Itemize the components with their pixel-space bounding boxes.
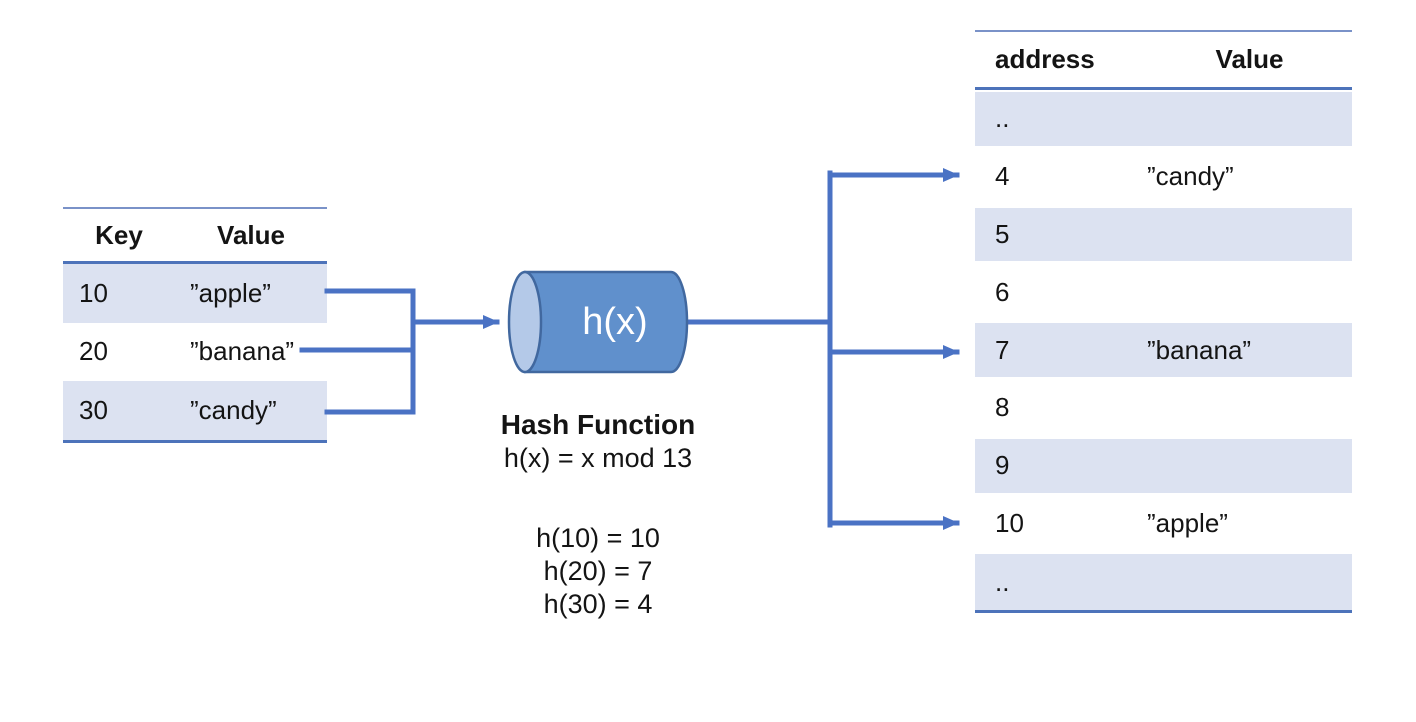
table-row: 6 (975, 263, 1352, 321)
address-cell: 5 (995, 218, 1010, 249)
table-row: .. (975, 90, 1352, 148)
table-row: 20 ”banana” (63, 323, 327, 382)
cylinder-label: h(x) (582, 301, 648, 343)
hash-table: address Value .. 4 ”candy” 5 6 7 ”banana… (975, 30, 1352, 614)
key-cell: 10 (79, 277, 108, 308)
value-cell: ”banana” (190, 336, 295, 367)
address-cell: .. (995, 103, 1010, 134)
table-row: 8 (975, 379, 1352, 437)
value-cell: ”candy” (190, 394, 277, 425)
address-cell: 8 (995, 392, 1010, 423)
table-row: 4 ”candy” (975, 148, 1352, 206)
value-cell: ”banana” (1147, 334, 1252, 365)
key-cell: 20 (79, 336, 108, 367)
table-row: 10 ”apple” (975, 495, 1352, 553)
table-row: 10 ”apple” (63, 264, 327, 323)
column-header-value: Value (1215, 44, 1284, 74)
address-cell: 6 (995, 276, 1010, 307)
hash-mapping-line: h(30) = 4 (543, 589, 653, 619)
hash-mappings: h(10) = 10 h(20) = 7 h(30) = 4 (448, 522, 748, 621)
address-cell: 4 (995, 161, 1010, 192)
hash-mapping-line: h(20) = 7 (543, 556, 653, 586)
address-cell: 9 (995, 450, 1010, 481)
hash-function-title: Hash Function (500, 409, 696, 440)
key-cell: 30 (79, 394, 108, 425)
address-cell: .. (995, 566, 1010, 597)
hash-table-header: address Value (975, 32, 1352, 90)
column-header-address: address (995, 44, 1095, 74)
hash-mapping-line: h(10) = 10 (536, 523, 660, 553)
table-row: 9 (975, 436, 1352, 495)
value-cell: ”apple” (1147, 507, 1228, 538)
value-cell: ”candy” (1147, 161, 1234, 192)
key-value-table-header: Key Value (63, 209, 327, 264)
hash-function-description: Hash Function h(x) = x mod 13 h(10) = 10… (448, 408, 748, 621)
address-cell: 10 (995, 507, 1024, 538)
table-row: 30 ”candy” (63, 381, 327, 440)
key-value-table: Key Value 10 ”apple” 20 ”banana” 30 ”can… (63, 207, 327, 443)
table-row: .. (975, 552, 1352, 611)
value-cell: ”apple” (190, 277, 271, 308)
address-cell: 7 (995, 334, 1010, 365)
hash-function-formula: h(x) = x mod 13 (503, 443, 693, 473)
table-row: 5 (975, 205, 1352, 264)
table-row: 7 ”banana” (975, 321, 1352, 379)
column-header-value: Value (217, 219, 285, 250)
column-header-key: Key (95, 219, 143, 250)
